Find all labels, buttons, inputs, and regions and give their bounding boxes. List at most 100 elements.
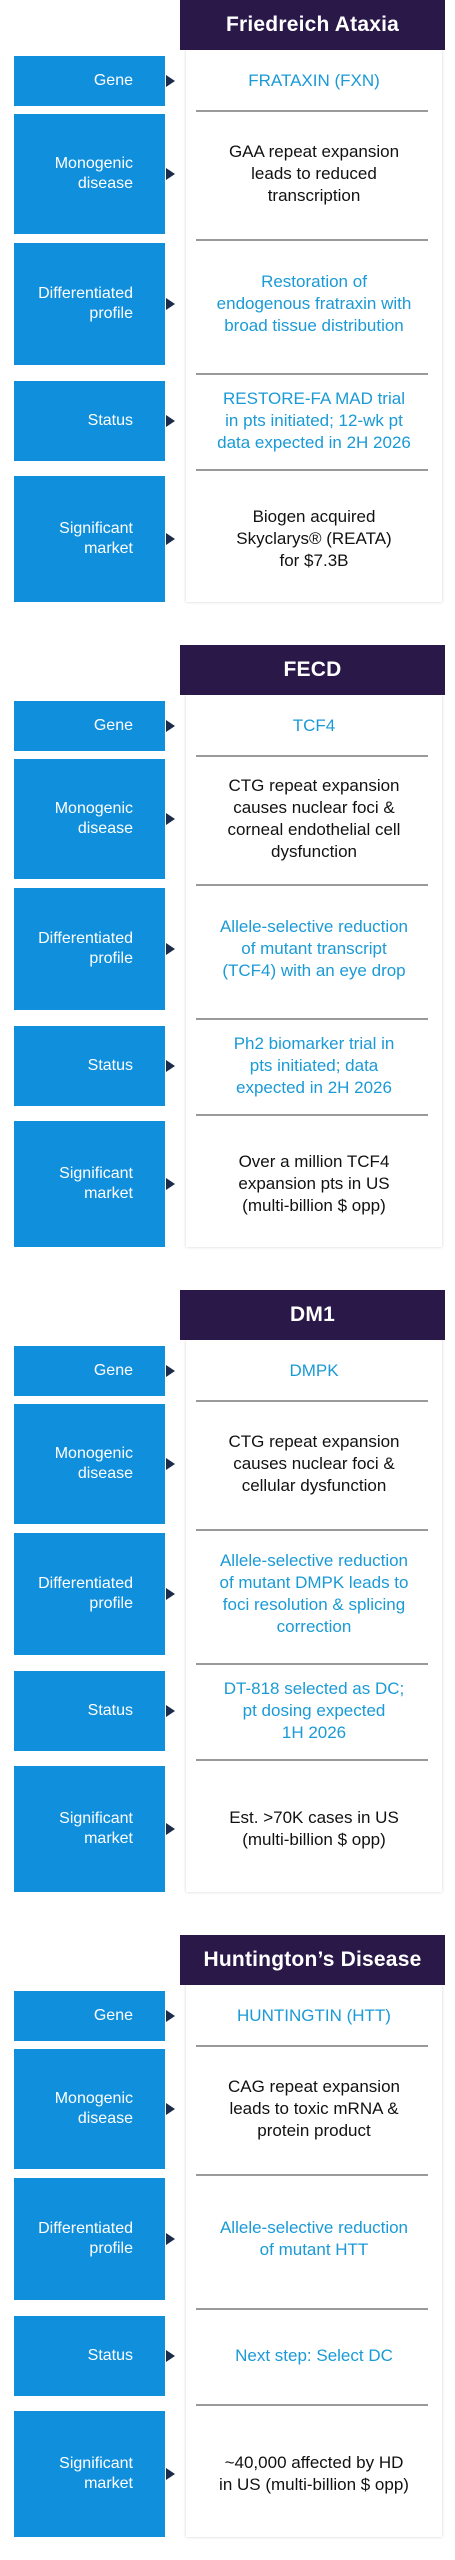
row-label-box: Gene [14,701,165,751]
section-title: DM1 [180,1290,445,1340]
triangle-right-icon [166,943,175,955]
row-label-box: Differentiated profile [14,888,165,1010]
row-value: ~40,000 affected by HD in US (multi-bill… [219,2453,409,2494]
row-label-box: Gene [14,1346,165,1396]
row-label-box: Differentiated profile [14,1533,165,1655]
row-label: Significant market [59,1810,133,1847]
row-value: CAG repeat expansion leads to toxic mRNA… [228,2077,400,2140]
row-value: GAA repeat expansion leads to reduced tr… [228,142,400,205]
triangle-right-icon [166,2350,175,2362]
row-label: Significant market [59,2455,133,2492]
triangle-right-icon [166,813,175,825]
row-label: Gene [93,72,133,89]
row-divider [196,2045,428,2047]
triangle-right-icon [166,1365,175,1377]
row-value: Allele-selective reduction of mutant HTT [219,2218,409,2259]
row-label: Differentiated profile [38,930,133,967]
triangle-right-icon [166,2010,175,2022]
row-divider [196,1529,428,1531]
triangle-right-icon [166,1588,175,1600]
row-divider [196,884,428,886]
row-label: Significant market [59,520,133,557]
row-divider [196,1018,428,1020]
section-title: FECD [180,645,445,695]
row-value: Allele-selective reduction of mutant DMP… [219,1551,409,1636]
row-value: FRATAXIN (FXN) [248,71,380,90]
triangle-right-icon [166,2103,175,2115]
values-panel [186,1340,442,1892]
row-label: Gene [93,2007,133,2024]
row-value: HUNTINGTIN (HTT) [237,2006,391,2025]
row-value: Restoration of endogenous fratraxin with… [216,272,412,335]
row-label: Monogenic disease [54,155,133,192]
triangle-right-icon [166,1458,175,1470]
attribute-row: Gene DMPK [0,1346,455,1396]
row-value: Allele-selective reduction of mutant tra… [219,917,409,980]
row-value: TCF4 [292,716,336,735]
row-divider [196,110,428,112]
section-title: Friedreich Ataxia [180,0,445,50]
row-label-box: Monogenic disease [14,1404,165,1524]
row-divider [196,1663,428,1665]
triangle-right-icon [166,1823,175,1835]
row-label: Monogenic disease [54,800,133,837]
row-label-box: Significant market [14,2411,165,2537]
attribute-row: Differentiated profile Allele-selective r… [0,2178,455,2300]
triangle-right-icon [166,1178,175,1190]
row-label-box: Significant market [14,1121,165,1247]
row-label: Significant market [59,1165,133,1202]
row-label-box: Monogenic disease [14,759,165,879]
row-label: Status [87,2347,133,2364]
triangle-right-icon [166,75,175,87]
row-value: Biogen acquired Skyclarys® (REATA) for $… [236,507,392,570]
row-label-box: Significant market [14,1766,165,1892]
row-label-box: Gene [14,1991,165,2041]
row-label: Monogenic disease [54,1445,133,1482]
attribute-row: Monogenic disease CTG repeat expansion ca… [0,1404,455,1524]
row-value: Over a million TCF4 expansion pts in US … [238,1152,390,1215]
row-label: Gene [93,1362,133,1379]
row-label-box: Gene [14,56,165,106]
row-label-box: Differentiated profile [14,2178,165,2300]
row-label-box: Status [14,1671,165,1751]
attribute-row: Gene FRATAXIN (FXN) [0,56,455,106]
attribute-row: Monogenic disease CAG repeat expansion le… [0,2049,455,2169]
row-value: CTG repeat expansion causes nuclear foci… [228,1432,400,1495]
triangle-right-icon [166,298,175,310]
row-divider [196,239,428,241]
row-value: DMPK [289,1361,339,1380]
row-divider [196,1759,428,1761]
row-label: Status [87,412,133,429]
row-label: Monogenic disease [54,2090,133,2127]
row-divider [196,2404,428,2406]
attribute-row: Gene HUNTINGTIN (HTT) [0,1991,455,2041]
row-divider [196,1400,428,1402]
triangle-right-icon [166,720,175,732]
row-value: Est. >70K cases in US (multi-billion $ o… [229,1808,399,1849]
row-label-box: Monogenic disease [14,2049,165,2169]
row-label: Differentiated profile [38,2220,133,2257]
row-label-box: Status [14,2316,165,2396]
triangle-right-icon [166,1705,175,1717]
attribute-row: Significant market Biogen acquired Skycla… [0,476,455,602]
row-value: Ph2 biomarker trial in pts initiated; da… [233,1034,395,1097]
attribute-row: Gene TCF4 [0,701,455,751]
attribute-row: Differentiated profile Allele-selective r… [0,1533,455,1655]
row-value: DT-818 selected as DC; pt dosing expecte… [223,1679,405,1742]
attribute-row: Significant market Over a million TCF4 ex… [0,1121,455,1247]
row-label: Status [87,1702,133,1719]
attribute-row: Monogenic disease GAA repeat expansion le… [0,114,455,234]
row-label-box: Status [14,1026,165,1106]
row-label-box: Status [14,381,165,461]
row-label-box: Significant market [14,476,165,602]
attribute-row: Status Ph2 biomarker trial in pts initiat… [0,1026,455,1106]
section-title: Huntington’s Disease [180,1935,445,1985]
triangle-right-icon [166,415,175,427]
row-divider [196,755,428,757]
values-panel [186,1985,442,2537]
